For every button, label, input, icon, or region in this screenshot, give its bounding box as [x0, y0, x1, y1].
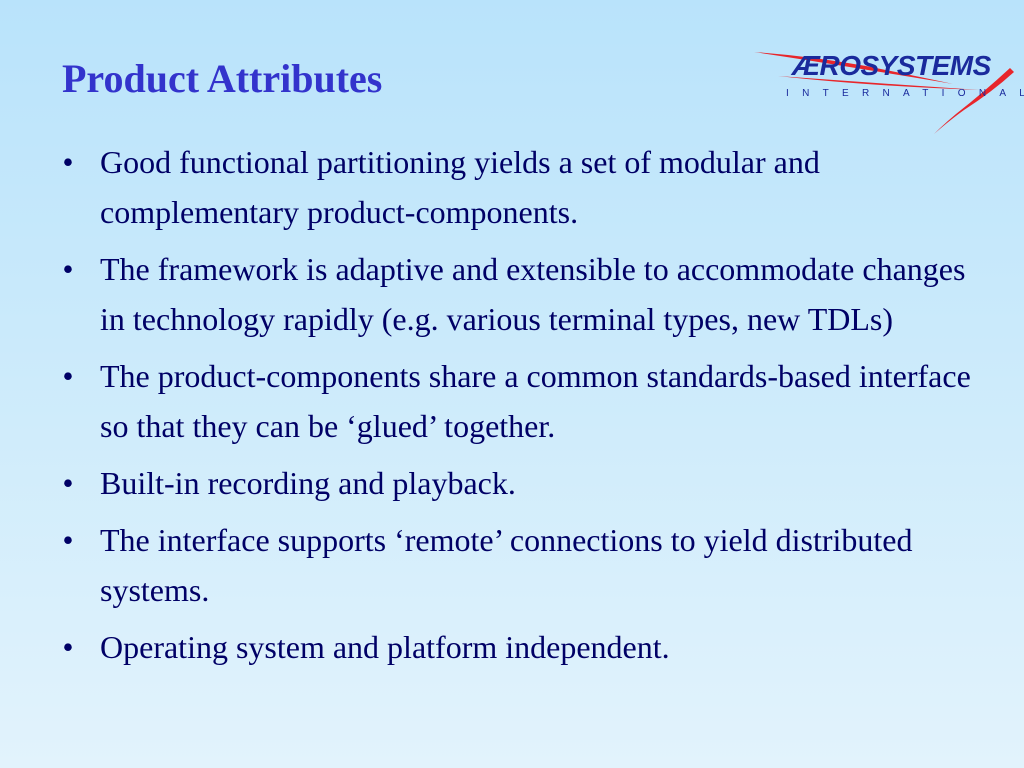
bullet-icon: • — [62, 522, 74, 558]
bullet-item: • Built-in recording and playback. — [58, 458, 978, 508]
bullet-icon: • — [62, 144, 74, 180]
aerosystems-logo: ÆROSYSTEMS INTERNATIONAL — [748, 40, 1024, 140]
bullet-text: Good functional partitioning yields a se… — [100, 144, 820, 230]
bullet-text: The product-components share a common st… — [100, 358, 971, 444]
bullet-text: Operating system and platform independen… — [100, 629, 670, 665]
logo-wordmark: ÆROSYSTEMS — [792, 50, 991, 81]
bullet-list: • Good functional partitioning yields a … — [58, 137, 978, 679]
bullet-item: • Operating system and platform independ… — [58, 622, 978, 672]
bullet-icon: • — [62, 465, 74, 501]
bullet-item: • Good functional partitioning yields a … — [58, 137, 978, 237]
bullet-text: The framework is adaptive and extensible… — [100, 251, 966, 337]
bullet-icon: • — [62, 358, 74, 394]
bullet-item: • The interface supports ‘remote’ connec… — [58, 515, 978, 615]
logo-subtitle: INTERNATIONAL — [786, 88, 1024, 99]
red-swoosh-logo-icon — [754, 52, 1014, 134]
bullet-icon: • — [62, 629, 74, 665]
bullet-text: Built-in recording and playback. — [100, 465, 516, 501]
bullet-icon: • — [62, 251, 74, 287]
bullet-text: The interface supports ‘remote’ connecti… — [100, 522, 913, 608]
slide-title: Product Attributes — [62, 56, 383, 101]
bullet-item: • The product-components share a common … — [58, 351, 978, 451]
bullet-item: • The framework is adaptive and extensib… — [58, 244, 978, 344]
